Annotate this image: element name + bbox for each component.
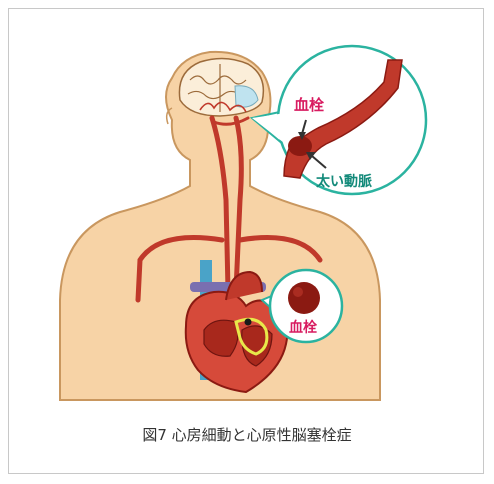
heart-clot-dot [245,319,252,326]
figure-caption: 図7 心房細動と心原性脳塞栓症 [0,424,494,445]
label-clot-brain: 血栓 [294,96,324,114]
heart-clot [288,282,320,314]
label-clot-heart: 血栓 [289,319,317,336]
brain [179,58,263,116]
label-thick-artery: 太い動脈 [316,173,372,190]
